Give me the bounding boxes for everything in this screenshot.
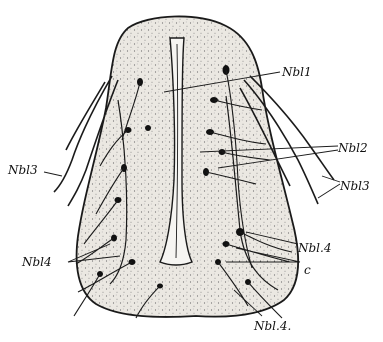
label-nbl4-bottom: Nbl.4. (253, 319, 291, 333)
neuroblast (145, 125, 151, 131)
label-nbl3-left: Nbl3 (7, 163, 38, 177)
tube-outline (77, 16, 299, 317)
label-c: c (304, 263, 311, 277)
label-nbl3-right: Nbl3 (339, 179, 370, 193)
label-nbl4-right: Nbl.4 (297, 241, 331, 255)
label-nbl1: Nbl1 (281, 65, 312, 79)
label-nbl2: Nbl2 (337, 141, 368, 155)
label-nbl4-left: Nbl4 (21, 255, 52, 269)
